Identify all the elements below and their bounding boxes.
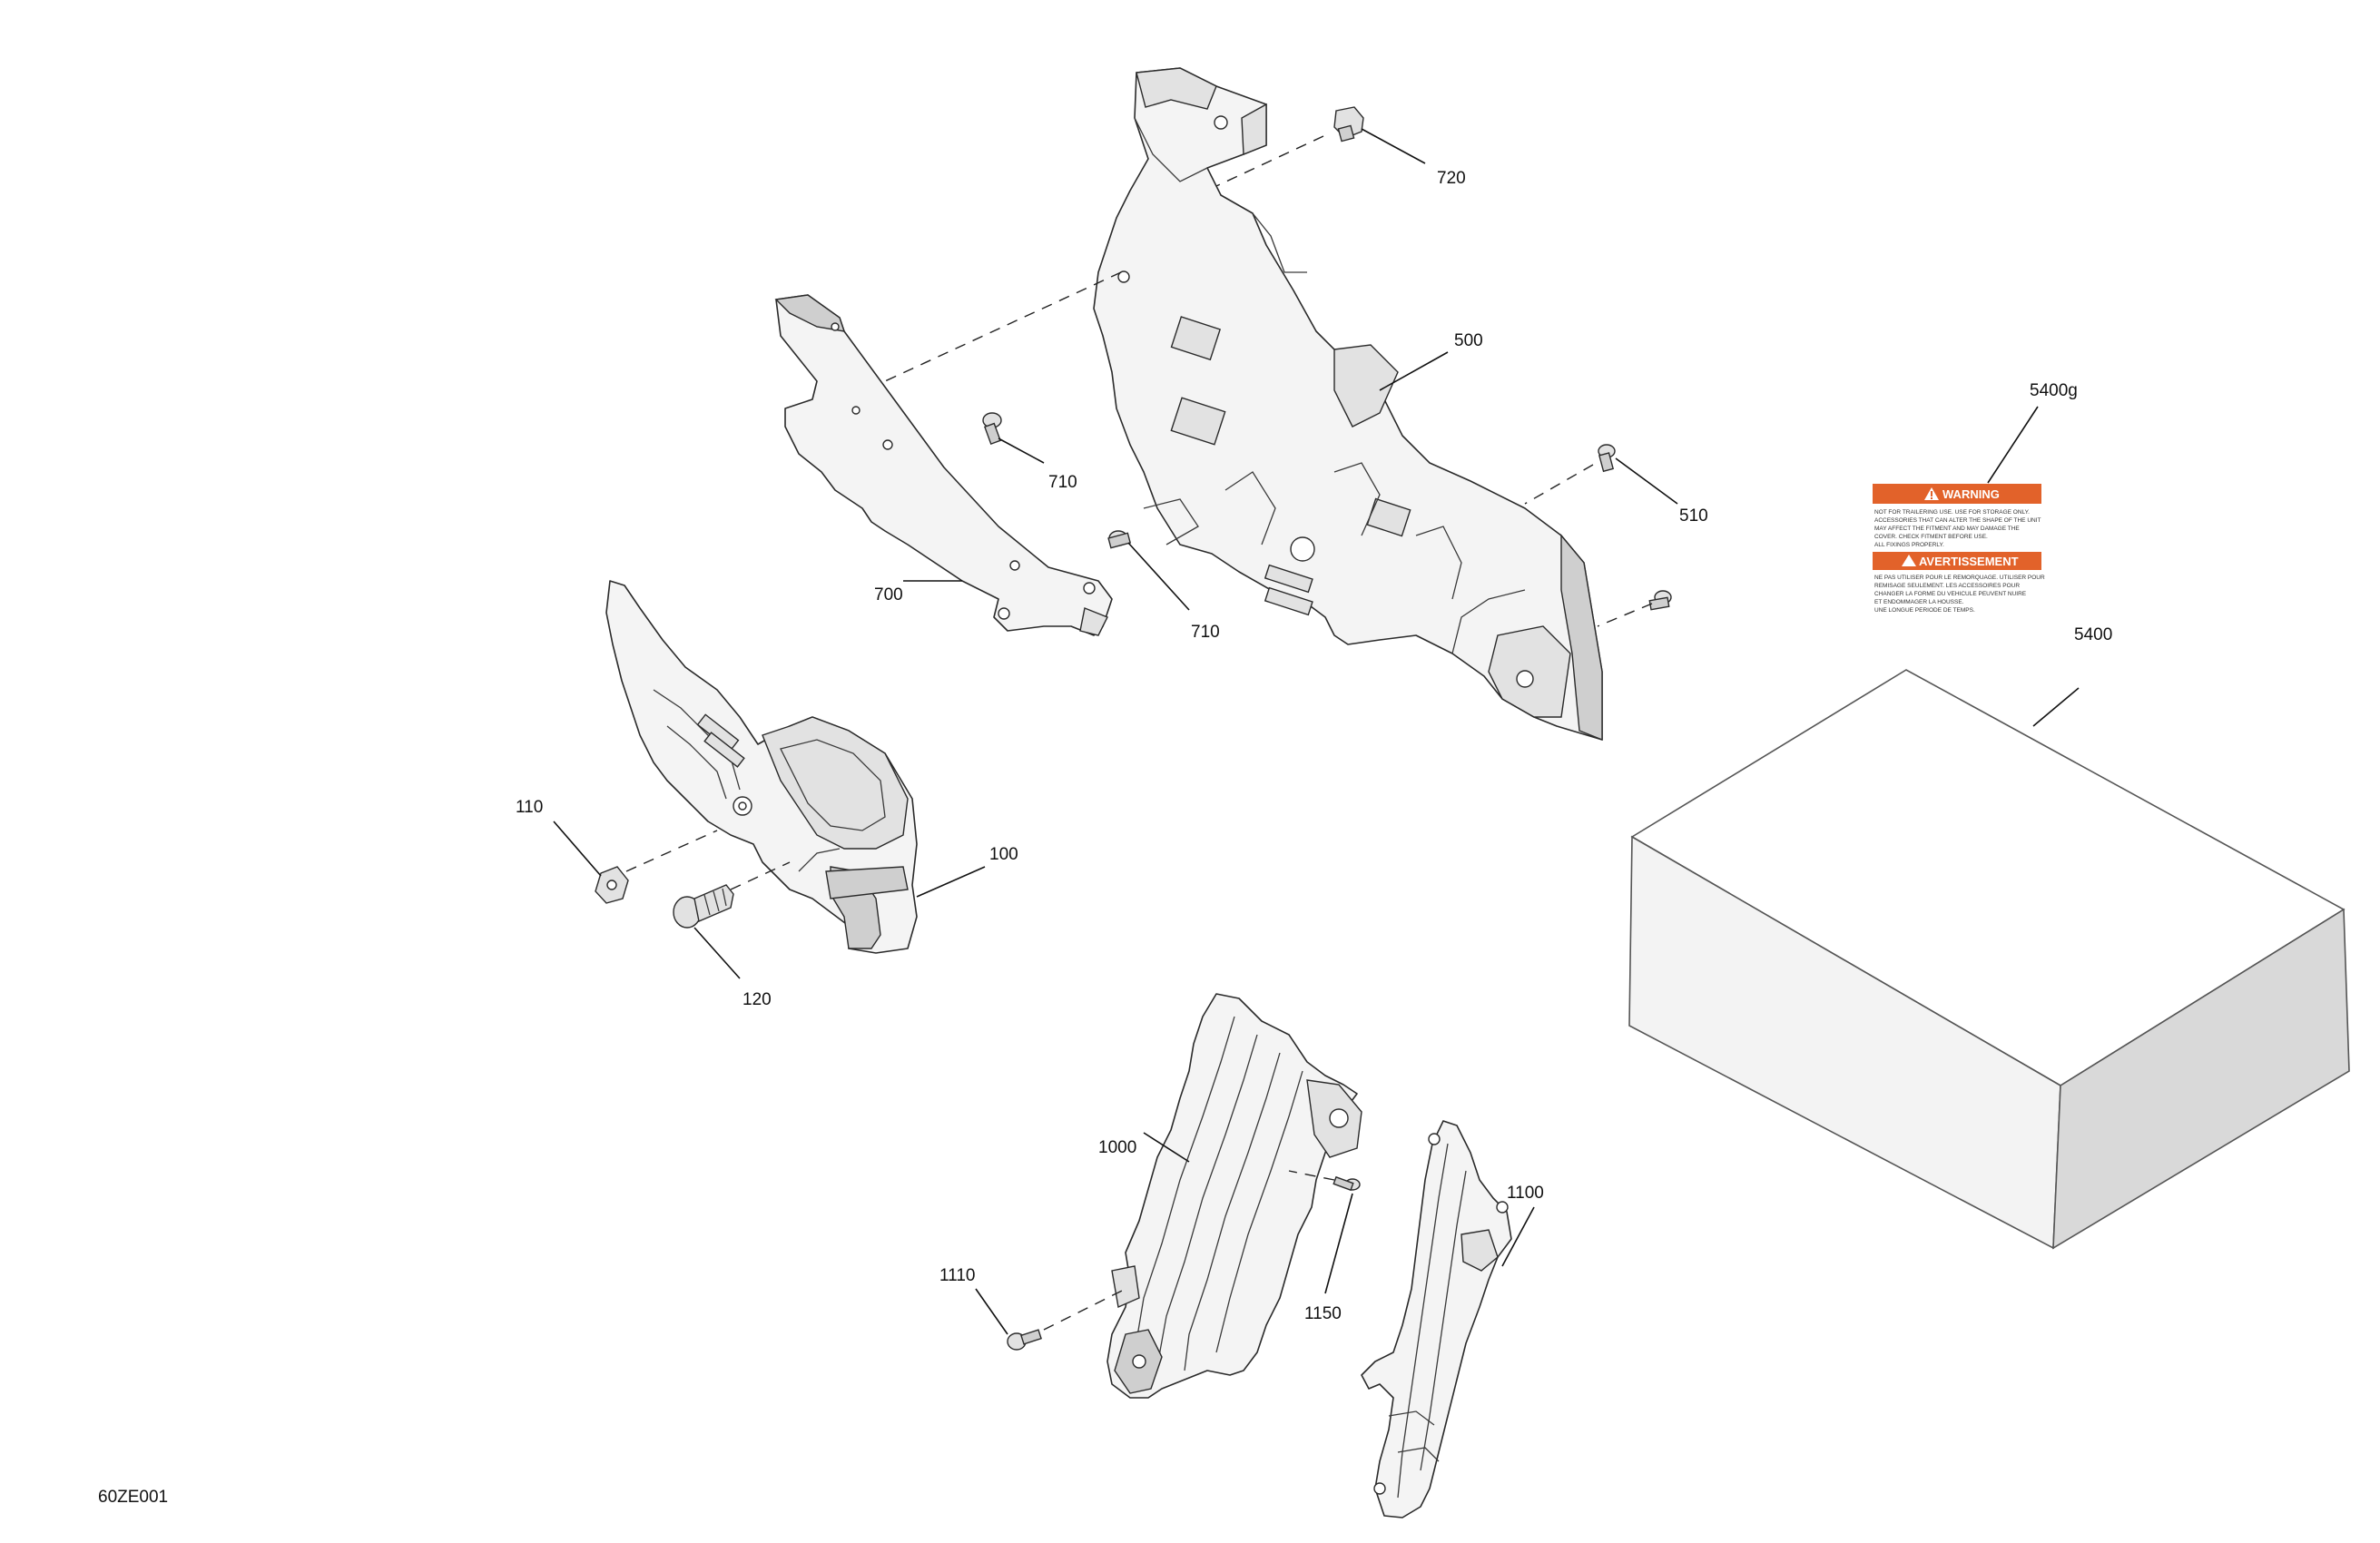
decal-avert-line: NE PAS UTILISER POUR LE REMORQUAGE. UTIL…: [1874, 575, 2045, 581]
part-100-side-bracket: [605, 580, 918, 954]
screw-710-upper: [982, 412, 1002, 446]
clip-120: [673, 884, 734, 929]
callout-710-upper: 710: [1048, 473, 1077, 492]
part-1100-trim-panel: [1361, 1120, 1512, 1518]
screw-1150: [1333, 1175, 1361, 1192]
callout-710-lower: 710: [1191, 623, 1220, 642]
decal-avert-line: UNE LONGUE PERIODE DE TEMPS.: [1874, 607, 1975, 614]
callout-720: 720: [1437, 169, 1466, 188]
callout-5400g: 5400g: [2030, 381, 2078, 400]
screw-110: [595, 866, 629, 904]
callout-1150: 1150: [1304, 1304, 1342, 1323]
part-700-support-bar: [774, 294, 1113, 636]
decal-warning-title: WARNING: [1942, 487, 2000, 501]
callout-700: 700: [874, 585, 903, 604]
drawing-code: 60ZE001: [98, 1488, 168, 1507]
leader-lines: [553, 128, 2080, 1335]
decal-avert-line: CHANGER LA FORME DU VEHICULE PEUVENT NUI…: [1874, 591, 2027, 597]
screw-510-upper: [1598, 444, 1616, 473]
callout-510: 510: [1679, 506, 1708, 526]
callout-1000: 1000: [1098, 1138, 1136, 1157]
decal-warning-line: MAY AFFECT THE FITMENT AND MAY DAMAGE TH…: [1874, 526, 2020, 532]
decal-warning-line: ACCESSORIES THAT CAN ALTER THE SHAPE OF …: [1874, 517, 2041, 524]
callout-500: 500: [1454, 331, 1483, 350]
callout-120: 120: [743, 990, 772, 1009]
callout-100: 100: [989, 845, 1018, 864]
decal-warning-line: NOT FOR TRAILERING USE. USE FOR STORAGE …: [1874, 509, 2030, 516]
callout-110: 110: [516, 798, 543, 817]
screw-1110: [1007, 1329, 1042, 1351]
screw-720: [1333, 106, 1364, 143]
decal-avert-line: REMISAGE SEULEMENT. LES ACCESSOIRES POUR: [1874, 583, 2020, 589]
callout-1110: 1110: [939, 1266, 975, 1285]
decal-warning-line: COVER. CHECK FITMENT BEFORE USE.: [1874, 534, 1988, 540]
callout-1100: 1100: [1507, 1184, 1544, 1203]
screw-710-lower: [1107, 530, 1132, 549]
part-5400-cover-box: [1628, 669, 2350, 1250]
part-500-bracket: [1093, 67, 1603, 742]
decal-avert-title: AVERTISSEMENT: [1919, 555, 2019, 568]
decal-warning-line: ALL FIXINGS PROPERLY.: [1874, 542, 1944, 548]
decal-avert-line: ET ENDOMMAGER LA HOUSSE.: [1874, 599, 1964, 605]
decal-5400g: WARNING NOT FOR TRAILERING USE. USE FOR …: [1870, 481, 2045, 617]
warning-triangle-icon: [1902, 555, 1916, 566]
callout-5400: 5400: [2074, 625, 2112, 644]
screw-510-lower: [1648, 590, 1672, 611]
part-1000-trim-panel: [1106, 993, 1362, 1399]
warning-triangle-icon: [1924, 487, 1939, 500]
